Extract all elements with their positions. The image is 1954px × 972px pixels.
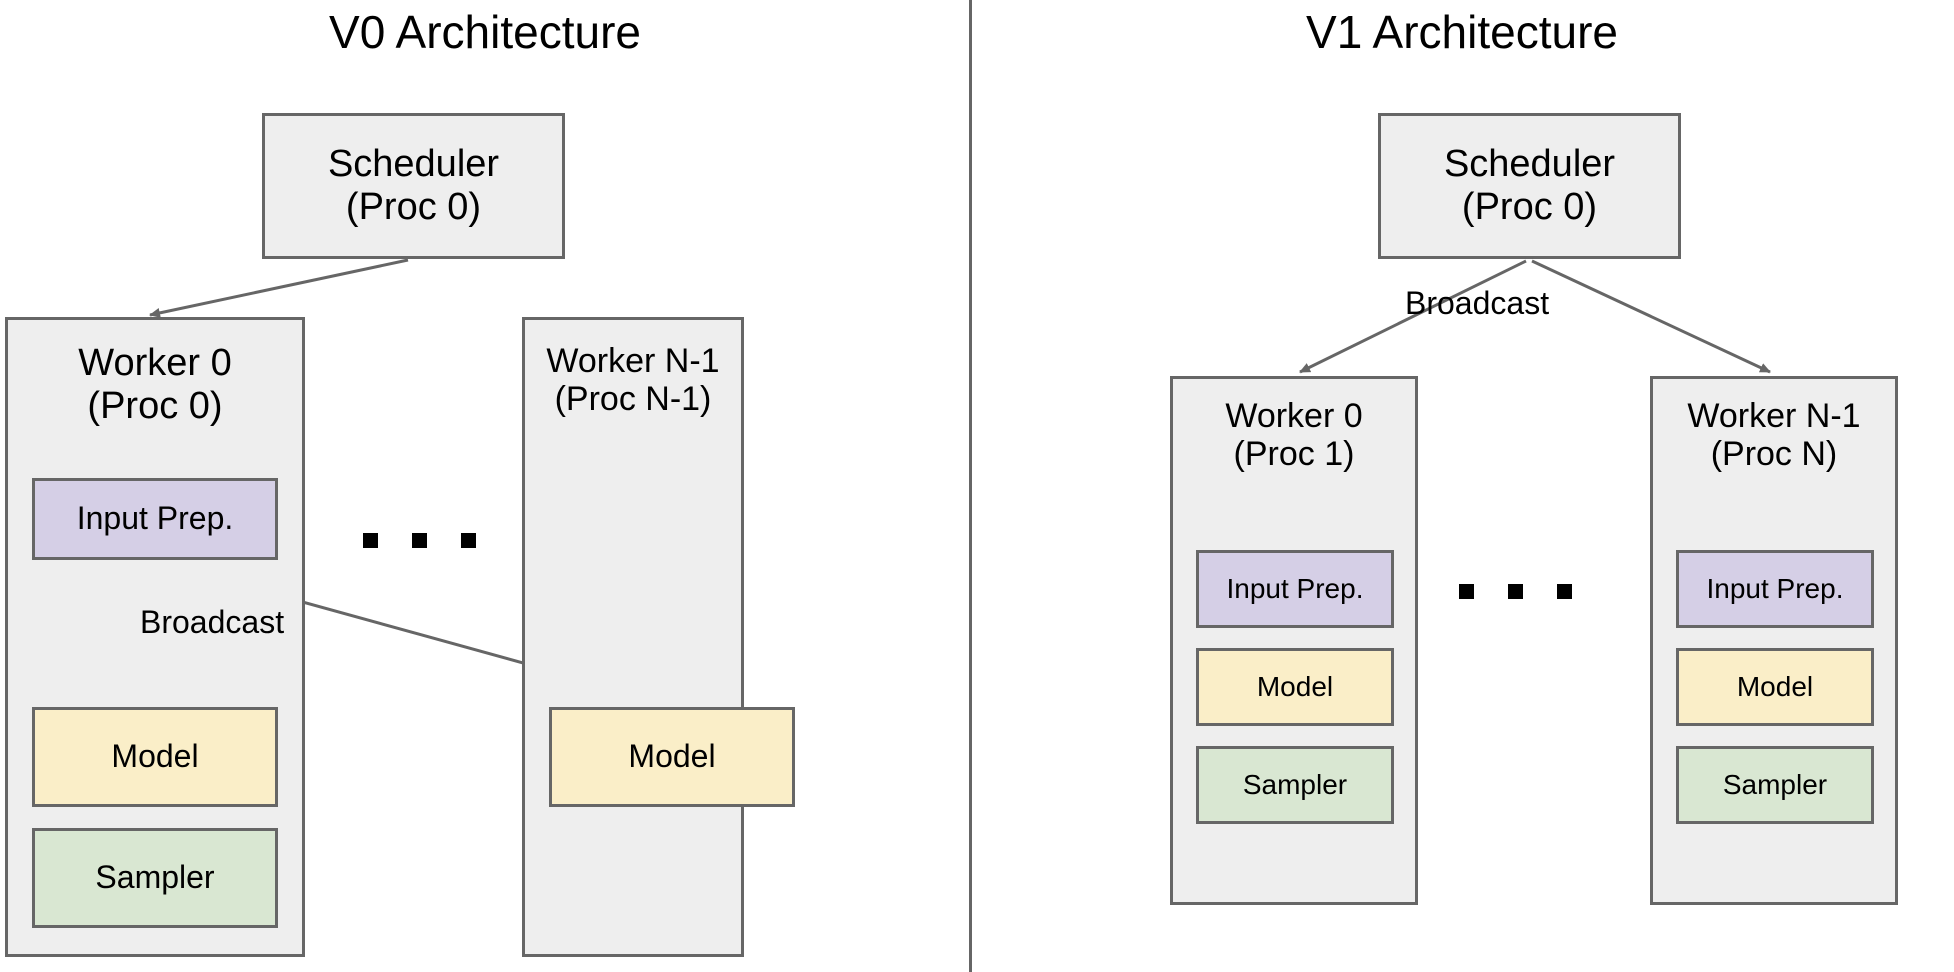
v0-ellipsis-indicator xyxy=(363,533,476,548)
v0-scheduler-box[interactable]: Scheduler (Proc 0) xyxy=(262,113,565,259)
v1-worker0-sampler-label: Sampler xyxy=(1242,769,1348,801)
v0-worker-n-box[interactable]: Worker N-1 (Proc N-1) xyxy=(522,317,744,957)
v0-workern-model-box[interactable]: Model xyxy=(549,707,795,807)
v1-scheduler-label-line1: Scheduler xyxy=(1443,143,1616,186)
v1-workern-model-box[interactable]: Model xyxy=(1676,648,1874,726)
v1-scheduler-box[interactable]: Scheduler (Proc 0) xyxy=(1378,113,1681,259)
v1-worker0-label-line1: Worker 0 xyxy=(1225,397,1363,435)
v0-worker0-model-label: Model xyxy=(111,738,199,775)
v1-workern-input-prep-label: Input Prep. xyxy=(1706,573,1844,605)
v1-architecture-panel: V1 Architecture Scheduler (Proc 0) Worke… xyxy=(970,0,1954,972)
v0-architecture-panel: V0 Architecture Scheduler (Proc 0) Worke… xyxy=(0,0,970,972)
v1-panel-title: V1 Architecture xyxy=(1306,6,1618,58)
v1-worker0-label-line2: (Proc 1) xyxy=(1233,435,1355,474)
v1-workern-label-line2: (Proc N) xyxy=(1710,435,1838,474)
v0-scheduler-label-line1: Scheduler xyxy=(327,143,500,186)
v0-broadcast-edge-label: Broadcast xyxy=(140,604,285,640)
v1-workern-sampler-box[interactable]: Sampler xyxy=(1676,746,1874,824)
v0-scheduler-label-line2: (Proc 0) xyxy=(345,186,482,228)
v1-worker-0-box[interactable]: Worker 0 (Proc 1) xyxy=(1170,376,1418,905)
v1-worker0-input-prep-label: Input Prep. xyxy=(1226,573,1364,605)
ellipsis-dot xyxy=(363,533,378,548)
v1-broadcast-edge-label: Broadcast xyxy=(1405,285,1550,321)
edge-scheduler-to-workern xyxy=(1531,259,1771,374)
v1-workern-model-label: Model xyxy=(1736,671,1814,703)
panel-divider xyxy=(969,0,972,972)
ellipsis-dot xyxy=(1459,584,1474,599)
v1-worker-n-box[interactable]: Worker N-1 (Proc N) xyxy=(1650,376,1898,905)
ellipsis-dot xyxy=(412,533,427,548)
v0-workern-label-line1: Worker N-1 xyxy=(546,342,720,380)
v1-worker0-input-prep-box[interactable]: Input Prep. xyxy=(1196,550,1394,628)
v1-worker0-sampler-box[interactable]: Sampler xyxy=(1196,746,1394,824)
ellipsis-dot xyxy=(461,533,476,548)
v1-workern-sampler-label: Sampler xyxy=(1722,769,1828,801)
v1-worker0-model-box[interactable]: Model xyxy=(1196,648,1394,726)
v1-worker0-model-label: Model xyxy=(1256,671,1334,703)
edge-scheduler-to-worker0 xyxy=(149,258,409,318)
ellipsis-dot xyxy=(1557,584,1572,599)
v1-scheduler-label-line2: (Proc 0) xyxy=(1461,186,1598,228)
v0-worker0-sampler-box[interactable]: Sampler xyxy=(32,828,278,928)
v0-worker0-label-line2: (Proc 0) xyxy=(87,384,223,427)
v0-worker0-input-prep-label: Input Prep. xyxy=(76,500,234,537)
ellipsis-dot xyxy=(1508,584,1523,599)
v0-workern-label-line2: (Proc N-1) xyxy=(554,380,712,419)
v1-ellipsis-indicator xyxy=(1459,584,1572,599)
v0-panel-title: V0 Architecture xyxy=(329,6,641,58)
v0-worker0-input-prep-box[interactable]: Input Prep. xyxy=(32,478,278,560)
v0-worker0-model-box[interactable]: Model xyxy=(32,707,278,807)
v1-workern-label-line1: Worker N-1 xyxy=(1687,397,1861,435)
v1-workern-input-prep-box[interactable]: Input Prep. xyxy=(1676,550,1874,628)
v0-workern-model-label: Model xyxy=(628,738,716,775)
v0-worker0-label-line1: Worker 0 xyxy=(78,342,232,384)
v0-worker0-sampler-label: Sampler xyxy=(95,859,215,896)
